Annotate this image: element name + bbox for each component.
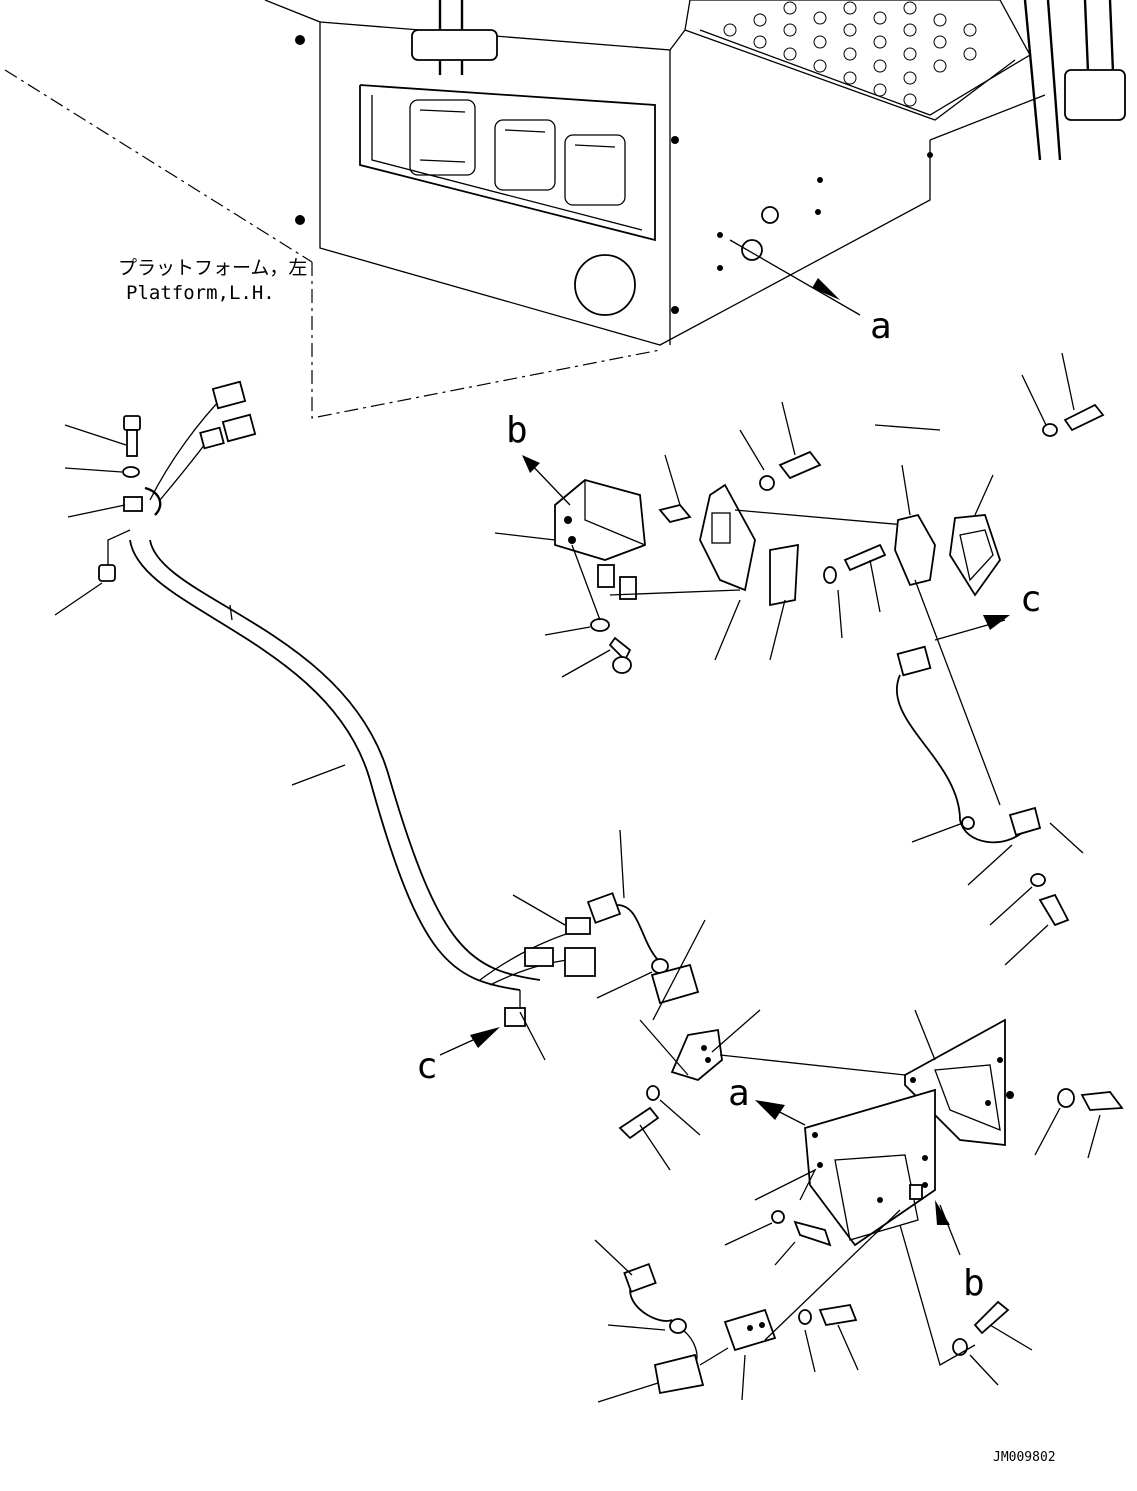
sensor-lower-middle (439, 829, 906, 1171)
ref-letter-b-bottom: b (963, 1263, 985, 1304)
bracket-assembly-b (494, 401, 1001, 678)
harness-leader (291, 764, 346, 786)
ref-letter-c-bottom: c (416, 1046, 438, 1087)
platform-lh-assembly (4, 0, 1126, 419)
round-cover (574, 254, 636, 316)
ref-letter-a-top: a (870, 306, 892, 347)
harness-connector-plug (564, 947, 596, 977)
wiring-harness (129, 380, 596, 1027)
connector-window (359, 84, 656, 242)
perforated-plate (699, 0, 1031, 116)
platform-label-en: Platform,L.H. (126, 282, 275, 304)
platform-label-jp: プラットフォーム，左 (118, 257, 307, 279)
clamp-fasteners-left (54, 415, 143, 616)
lower-bracket-assembly (724, 1009, 1124, 1266)
ref-letter-a-bottom: a (728, 1073, 750, 1114)
drawing-id: JM009802 (993, 1450, 1056, 1465)
harness-connector-mid (565, 917, 591, 935)
ref-letter-b-top: b (506, 410, 528, 451)
ref-letter-c-top: c (1020, 579, 1042, 620)
harness-connector-top (199, 380, 257, 450)
sensor-wire-c (874, 352, 1105, 966)
sensor-bottom (594, 1209, 1033, 1403)
